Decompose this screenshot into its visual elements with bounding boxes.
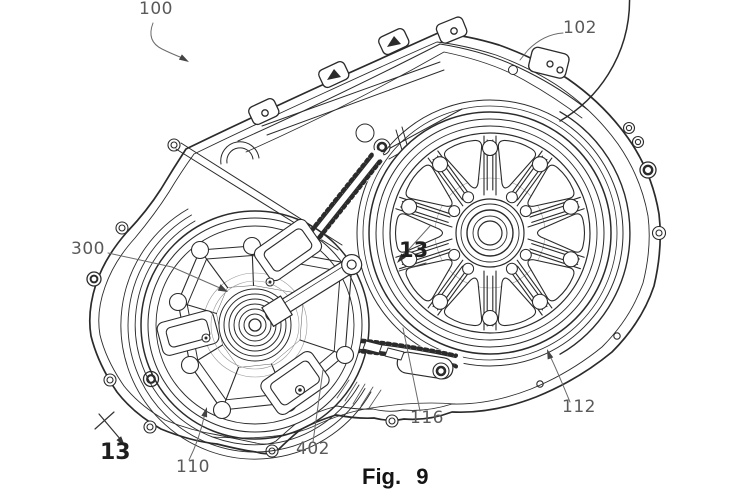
casing-ring <box>356 99 624 367</box>
leader-lines <box>94 22 571 461</box>
arrowhead-100 <box>178 54 189 62</box>
belt-clip <box>362 340 383 354</box>
rotor-outer-ring <box>140 210 370 440</box>
cast-bosses <box>86 161 657 388</box>
arrowhead-300 <box>217 284 228 292</box>
ref-label-100: 100 <box>139 0 173 19</box>
ref-label-300: 300 <box>71 239 105 259</box>
leader-112 <box>549 355 571 403</box>
arrowhead-13-left <box>116 436 125 446</box>
rotor-casing-arcs <box>120 208 372 460</box>
wheel-outer-casing-arc <box>559 0 631 122</box>
ref-label-112: 112 <box>562 397 596 417</box>
belt-tensioner <box>336 340 454 409</box>
leader-13-right <box>400 225 431 259</box>
belt-upper-span <box>298 150 384 254</box>
leader-100 <box>150 22 186 60</box>
arrowhead-112 <box>547 349 554 360</box>
bolt-holes <box>103 121 667 458</box>
section-tick-13-left <box>94 411 115 430</box>
arrowhead-110 <box>201 407 208 418</box>
wheel-hub <box>455 198 525 268</box>
ref-label-13-left: 13 <box>100 440 131 465</box>
drive-belt <box>298 150 464 369</box>
arrowhead-13-right <box>397 253 406 263</box>
figure-caption: Fig. 9 <box>362 464 429 489</box>
left-motor-rotor <box>120 208 372 460</box>
rotor-crank-arm <box>261 253 363 327</box>
section-line-13-left <box>98 413 122 441</box>
casing-housing <box>86 16 667 458</box>
mounting-tabs <box>248 16 570 126</box>
hub-bolt-circles <box>448 191 532 275</box>
leader-402 <box>312 369 324 443</box>
ref-label-13-right: 13 <box>399 238 429 262</box>
leader-110 <box>188 412 206 461</box>
ref-label-116: 116 <box>410 408 444 428</box>
leader-116 <box>402 327 421 412</box>
hatch-shading <box>336 379 382 409</box>
ref-label-102: 102 <box>563 18 597 38</box>
leader-102 <box>519 32 564 61</box>
right-clutch-wheel <box>356 0 631 367</box>
belt-clip <box>384 347 405 361</box>
casing-bottom-inner-wall <box>211 402 456 439</box>
wheel-rim <box>368 111 612 355</box>
rotor-mount-blocks <box>156 218 330 415</box>
ref-label-402: 402 <box>296 439 330 459</box>
leader-300 <box>107 252 221 289</box>
ref-label-110: 110 <box>176 457 210 477</box>
casing-ring <box>362 105 618 361</box>
section-line-13-right <box>398 262 427 272</box>
